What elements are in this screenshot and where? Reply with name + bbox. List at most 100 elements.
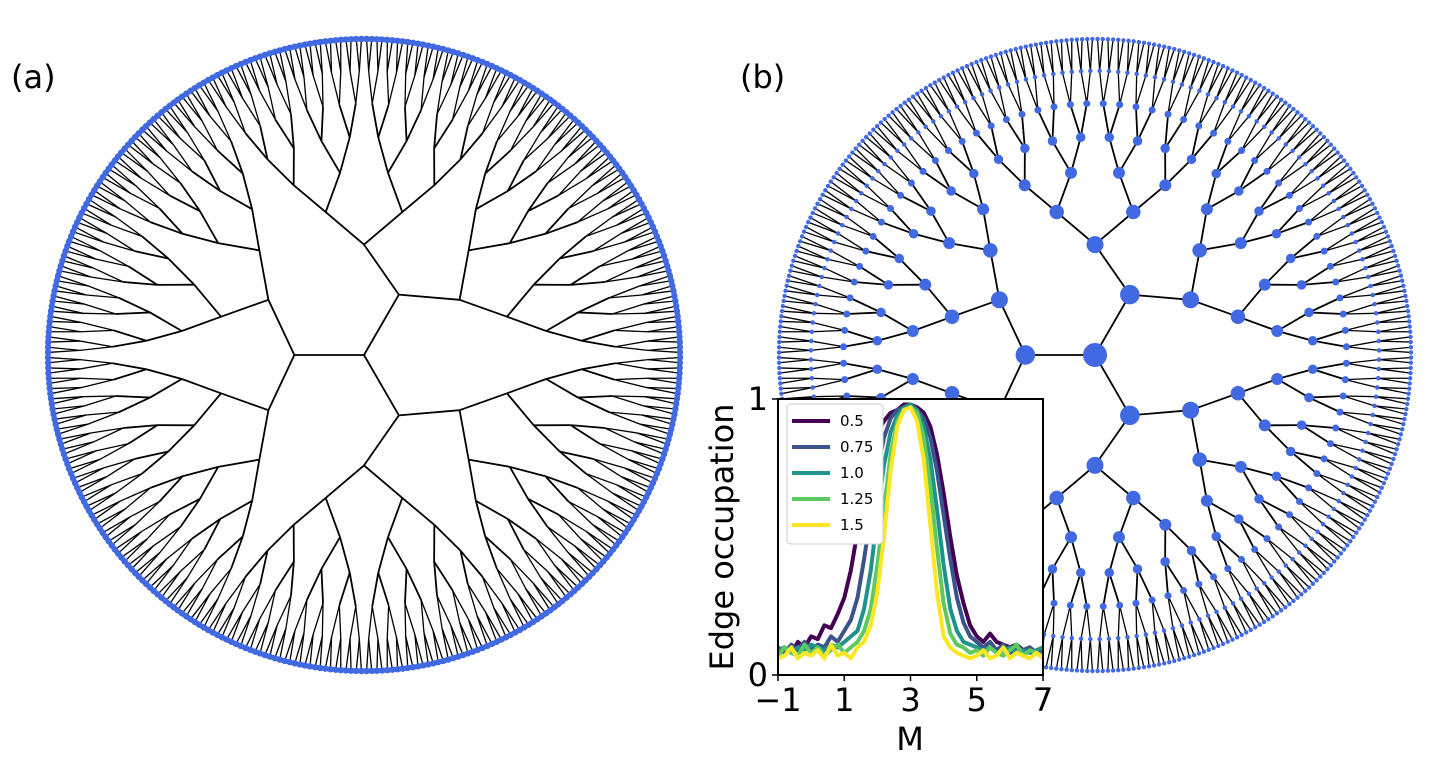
tree-edge [1183,590,1200,620]
tree-node [1401,283,1406,288]
tree-edge [1375,396,1408,405]
tree-edge [631,250,663,260]
tree-edge [179,182,201,212]
tree-node [1132,136,1143,146]
tree-edge [1330,258,1363,268]
tree-node [1368,283,1373,289]
tree-node [1370,201,1375,206]
tree-node [1187,51,1192,56]
tree-edge [179,137,205,162]
tree-edge [620,475,649,494]
tree-edge [1323,458,1356,469]
tree-node [1156,662,1162,667]
tree-edge [198,84,219,112]
tree-edge [639,280,672,287]
tree-edge [577,487,604,510]
tree-edge [1374,405,1406,415]
tree-node [1206,647,1211,653]
tree-edge [145,558,167,585]
tree-node [1394,258,1399,263]
tree-node [778,381,783,386]
tree-edge [194,593,211,623]
tree-edge [312,75,324,107]
tree-node [850,278,858,286]
tree-edge [120,487,151,502]
tree-edge [179,548,205,573]
tree-edge [1330,442,1363,452]
tree-node [1362,188,1367,193]
tree-edge [608,294,642,299]
tree-edge [1312,362,1347,371]
tree-edge [1190,622,1200,654]
tree-edge [467,583,478,616]
tree-node [1375,385,1380,390]
tree-edge [420,599,425,633]
tree-node [1013,46,1018,52]
tree-edge [620,216,649,235]
tree-node [1230,386,1246,401]
tree-edge [1076,638,1082,671]
tree-node [1230,104,1236,109]
tree-edge [846,311,882,315]
tree-edge [624,226,654,243]
tree-node [1296,550,1302,555]
tree-node [1162,44,1167,49]
tree-edge [943,77,958,107]
tree-edge [108,523,137,542]
tree-edge [304,44,314,76]
tree-edge [570,424,605,429]
tree-edge [1206,190,1240,211]
tree-node [1095,36,1100,42]
tree-node [1069,635,1075,641]
tree-edge [880,122,905,145]
tree-node [1303,588,1308,594]
tree-edge [1052,603,1055,637]
tree-edge [1163,47,1170,80]
x-tick-label: 5 [967,681,987,719]
tree-node [1345,222,1350,228]
tree-edge [628,240,660,252]
tree-edge [803,231,835,243]
tree-node [1020,143,1030,154]
tree-node [780,303,786,309]
tree-edge [493,607,507,638]
tree-edge [1102,606,1110,639]
tree-edge [146,514,171,540]
tree-edge [1181,625,1190,657]
tree-node [1368,421,1373,427]
tree-edge [631,450,661,465]
tree-edge [890,156,912,184]
tree-edge [1061,605,1071,638]
tree-edge [779,359,811,364]
tree-node [1141,40,1147,46]
tree-edge [1338,500,1368,516]
tree-node [840,162,845,167]
tree-node [1287,601,1292,607]
tree-edge [70,458,101,475]
tree-node [1065,531,1078,544]
tree-node [906,325,919,338]
tree-edge [82,312,116,315]
tree-edge [580,152,608,172]
tree-edge [1333,508,1363,525]
tree-edge [780,386,813,390]
tree-edge [368,70,373,104]
tree-edge [501,603,516,633]
tree-edge [1374,405,1407,410]
tree-node [1397,268,1402,273]
tree-edge [476,615,488,647]
tree-edge [843,362,878,371]
tree-edge [604,427,638,434]
tree-edge [404,75,416,107]
tree-node [1254,494,1264,504]
tree-edge [821,276,855,283]
tree-edge [81,379,114,389]
tree-node [777,376,783,381]
tree-edge [99,181,126,202]
tree-node [777,370,782,376]
tree-edge [1351,475,1382,489]
tree-edge [405,635,414,668]
tree-edge [597,172,623,194]
tree-edge [930,210,951,244]
tree-node [1177,48,1182,53]
